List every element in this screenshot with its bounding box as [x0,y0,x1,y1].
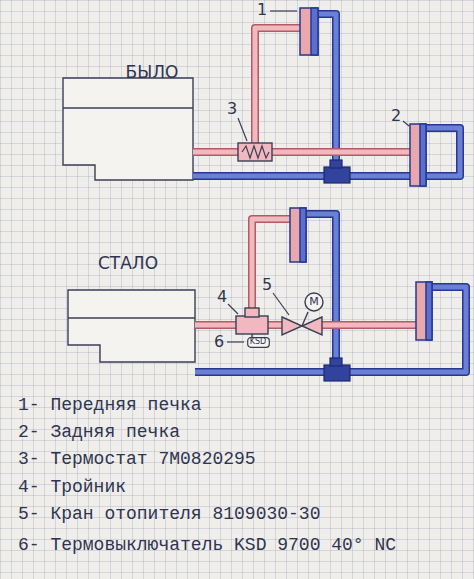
key-line: 2- Задняя печка [18,423,180,443]
circle-shape [305,293,323,311]
callout-number: 5 [262,276,272,294]
callout-number: 4 [217,288,227,306]
return-tees [324,160,350,381]
section-heading: СТАЛО [98,254,158,273]
callout-number: 1 [257,1,267,19]
engine-outlines [63,78,195,362]
callout-number: 6 [214,333,224,351]
tee-symbol [236,308,268,337]
heater-cores [290,8,432,340]
key-line: 6- Термовыключатель KSD 9700 40° NC [18,536,396,556]
key-line: 5- Кран отопителя 8109030-30 [18,505,320,525]
valve-symbol [282,312,322,335]
node-text: KSD [250,338,266,347]
key-line: 4- Тройник [18,478,126,498]
box-shape [247,337,269,347]
thermostat-symbol [238,143,272,161]
key-line: 1- Передняя печка [18,396,202,416]
cold-pipes [193,14,466,372]
sensor-box: KSD [247,337,270,348]
key-line: 3- Термостат 7M0820295 [18,450,256,470]
callout-number: 2 [391,107,401,125]
motor-symbol: M [304,292,324,312]
node-text: M [309,296,319,308]
callout-number: 3 [227,100,237,118]
hot-pipes [193,28,416,325]
leader-lines [227,11,409,342]
section-heading: БЫЛО [126,63,179,82]
